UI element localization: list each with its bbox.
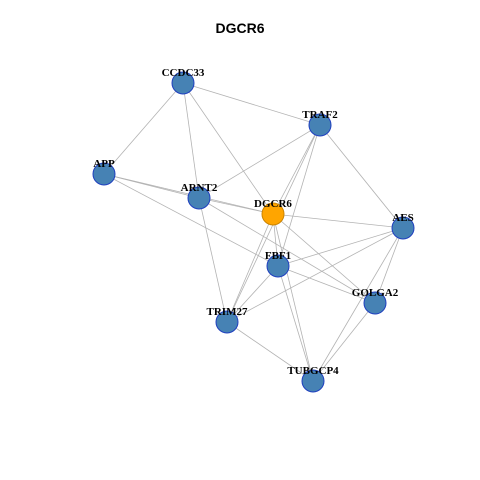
node-ccdc33[interactable] — [171, 71, 195, 95]
node-label-dgcr6: DGCR6 — [254, 198, 292, 210]
node-label-trim27: TRIM27 — [207, 306, 248, 318]
edge-golga2-tubgcp4 — [312, 302, 376, 382]
edge-dgcr6-tubgcp4 — [272, 213, 314, 382]
edge-ccdc33-arnt2 — [182, 82, 200, 199]
node-fbf1[interactable] — [266, 254, 290, 278]
node-label-aes: AES — [392, 212, 413, 224]
node-label-golga2: GOLGA2 — [352, 287, 399, 299]
edge-aes-tubgcp4 — [312, 227, 404, 382]
edge-fbf1-trim27 — [226, 265, 279, 323]
node-traf2[interactable] — [308, 113, 332, 137]
edge-ccdc33-traf2 — [182, 82, 321, 126]
edge-aes-trim27 — [226, 227, 404, 323]
node-dgcr6[interactable] — [261, 202, 285, 226]
edge-dgcr6-trim27 — [226, 213, 274, 323]
edge-fbf1-tubgcp4 — [277, 265, 314, 382]
edge-aes-golga2 — [374, 227, 404, 304]
node-trim27[interactable] — [215, 310, 239, 334]
node-label-app: APP — [93, 158, 115, 170]
node-tubgcp4[interactable] — [301, 369, 325, 393]
node-app[interactable] — [92, 162, 116, 186]
edge-arnt2-trim27 — [198, 197, 228, 323]
node-golga2[interactable] — [363, 291, 387, 315]
edge-traf2-arnt2 — [198, 124, 321, 199]
node-label-tubgcp4: TUBGCP4 — [287, 365, 339, 377]
edge-traf2-dgcr6 — [272, 124, 321, 215]
edge-arnt2-dgcr6 — [198, 197, 274, 215]
edge-trim27-tubgcp4 — [226, 321, 314, 382]
edge-dgcr6-golga2 — [272, 213, 376, 304]
node-label-arnt2: ARNT2 — [181, 182, 218, 194]
edge-arnt2-golga2 — [198, 197, 376, 304]
edge-ccdc33-dgcr6 — [182, 82, 274, 215]
edge-app-fbf1 — [103, 173, 279, 267]
edge-traf2-aes — [319, 124, 404, 229]
edge-fbf1-golga2 — [277, 265, 376, 304]
edge-dgcr6-aes — [272, 213, 404, 229]
node-label-ccdc33: CCDC33 — [162, 67, 205, 79]
edge-aes-fbf1 — [277, 227, 404, 267]
edges-layer — [103, 82, 404, 382]
node-aes[interactable] — [391, 216, 415, 240]
edge-traf2-fbf1 — [277, 124, 321, 267]
node-label-fbf1: FBF1 — [265, 250, 291, 262]
node-arnt2[interactable] — [187, 186, 211, 210]
nodes-layer — [92, 71, 415, 393]
edge-ccdc33-app — [103, 82, 184, 175]
graph-title: DGCR6 — [215, 20, 265, 36]
node-label-traf2: TRAF2 — [302, 109, 338, 121]
